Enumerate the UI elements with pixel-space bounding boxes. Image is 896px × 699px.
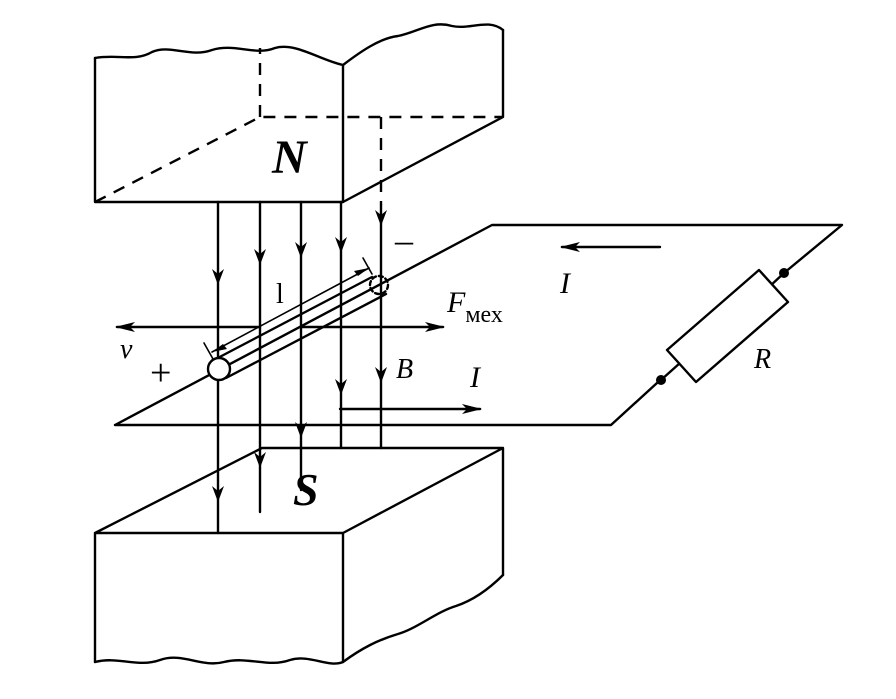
mech-force-subscript: мех <box>465 302 503 328</box>
mech-force-symbol: F <box>446 286 466 319</box>
north-pole-label: N <box>271 131 309 184</box>
velocity-label: v <box>120 334 133 365</box>
current-label-top: I <box>559 267 572 300</box>
magnetic-field-label: B <box>396 354 413 385</box>
field-arrow-1b <box>212 486 224 502</box>
field-arrow-5a <box>375 210 387 226</box>
conductor-rod <box>206 274 390 382</box>
north-magnet-broken-edge <box>93 23 505 67</box>
field-arrow-2a <box>254 249 266 265</box>
south-pole-label: S <box>293 464 319 515</box>
length-dim-arrow-right <box>354 268 369 276</box>
field-arrow-2b <box>254 452 266 468</box>
rail-plane-outline <box>113 223 844 427</box>
length-dimension <box>203 257 373 360</box>
north-magnet-hidden-edges <box>94 48 503 204</box>
conductor-rod-body <box>210 275 388 380</box>
length-dim-tick-left <box>203 342 214 360</box>
field-arrow-5b <box>375 367 387 383</box>
field-arrow-3a <box>295 242 307 258</box>
current-label-bottom: I <box>469 361 482 394</box>
field-arrow-1a <box>212 269 224 285</box>
length-dim-line <box>211 267 370 353</box>
south-magnet <box>93 446 505 665</box>
resistor-lead-bottom <box>659 361 682 382</box>
length-dim-tick-right <box>362 257 373 275</box>
field-arrow-4a <box>335 237 347 253</box>
length-label: l <box>276 279 284 310</box>
mech-force-label: Fмех <box>446 286 503 328</box>
field-arrow-4b <box>335 379 347 395</box>
resistor-body <box>665 268 790 384</box>
minus-terminal-label: – <box>394 220 414 260</box>
field-arrow-3b <box>295 422 307 438</box>
conductor-rod-end-left <box>206 356 232 382</box>
resistor <box>656 268 790 385</box>
rail-plane <box>113 223 844 427</box>
conductor-rod-end-right <box>368 274 390 296</box>
resistor-label: R <box>753 344 771 375</box>
south-magnet-broken-edge <box>93 573 505 665</box>
length-dim-arrow-left <box>212 344 227 352</box>
field-lines <box>212 117 387 535</box>
south-magnet-outline <box>93 446 505 664</box>
plus-terminal-label: + <box>150 352 171 394</box>
